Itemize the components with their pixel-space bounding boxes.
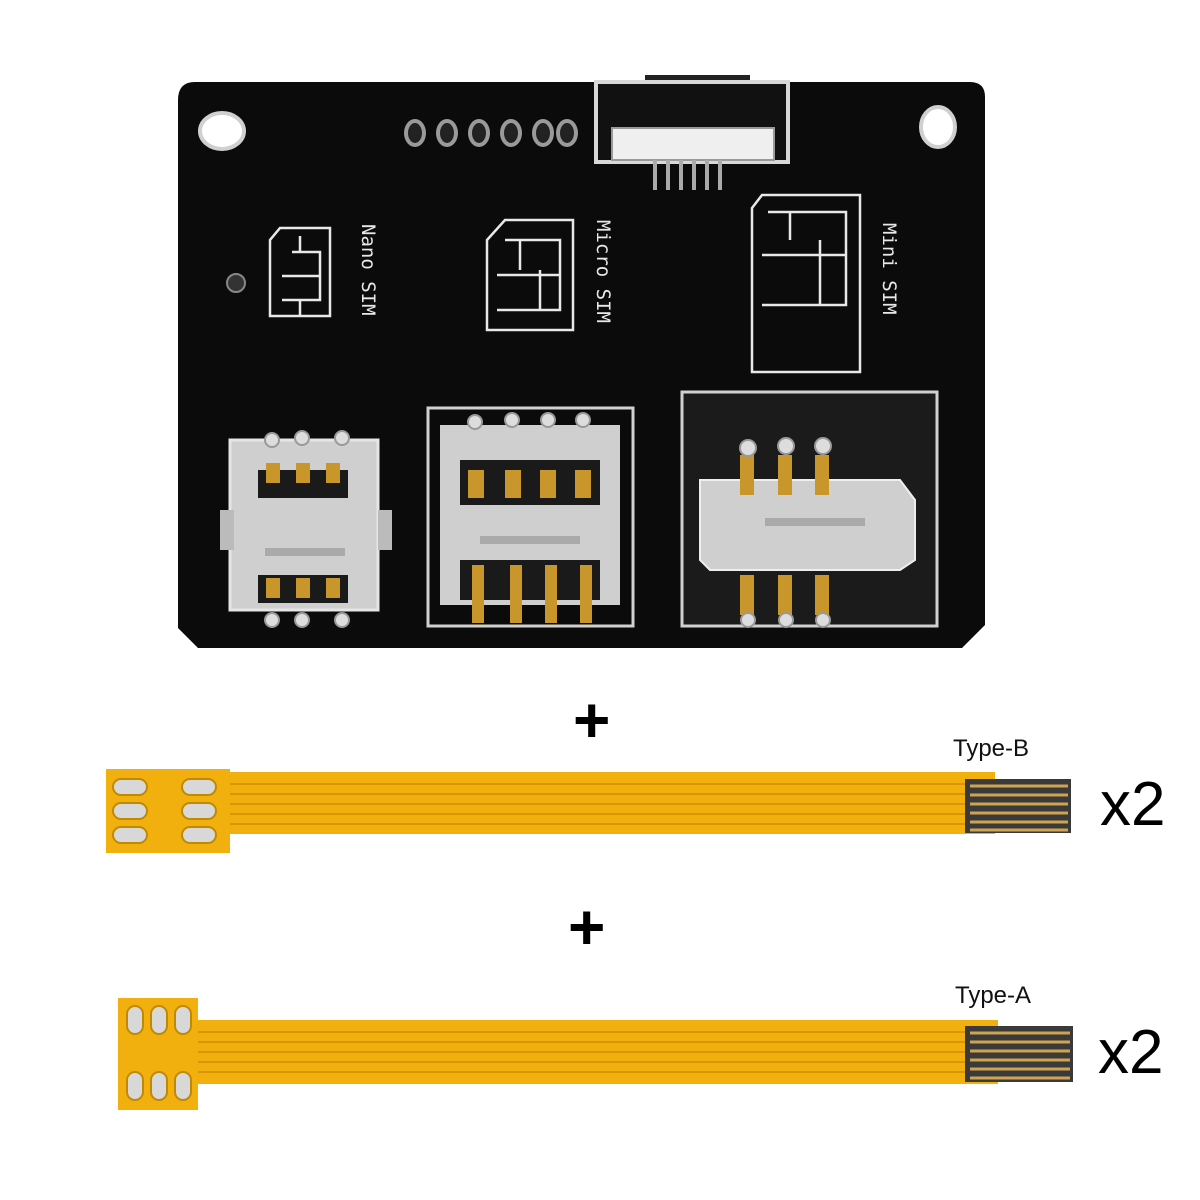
led-indicator [226,273,246,293]
mini-sim-label: Mini SIM [878,223,900,315]
mini-sim-socket [680,390,939,628]
pin-header [404,119,578,147]
mini-sim-outline [750,193,862,374]
mounting-hole-right [919,105,957,149]
micro-sim-socket [426,406,635,628]
cable-type-a-label: Type-A [955,982,1032,1009]
fpc-connector [594,75,790,190]
cable-type-a-quantity: x2 [1098,1018,1164,1087]
micro-sim-outline [485,218,575,332]
nano-sim-socket [220,430,392,628]
plus-sign-2: + [568,891,606,963]
nano-sim-label: Nano SIM [357,224,379,316]
plus-sign-1: + [573,684,611,756]
mounting-hole-left [198,111,246,151]
cable-type-b-label: Type-B [953,735,1030,762]
cable-type-b-quantity: x2 [1100,770,1166,839]
micro-sim-label: Micro SIM [592,220,614,323]
